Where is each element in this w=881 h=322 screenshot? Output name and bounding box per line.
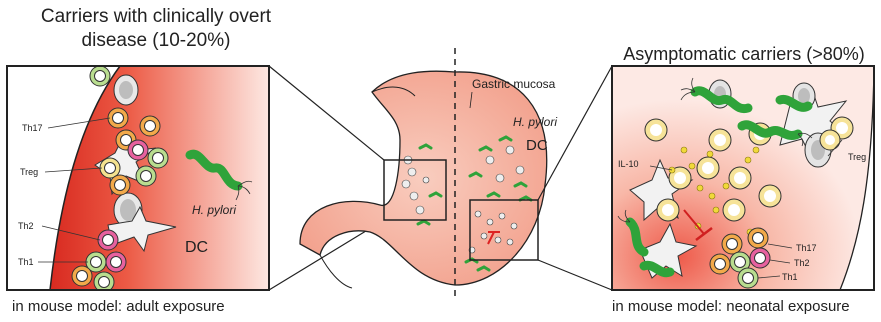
label-th2-left: Th2 — [18, 221, 34, 231]
label-treg-right: Treg — [848, 152, 866, 162]
label-hpylori-left: H. pylori — [192, 203, 236, 217]
label-dc-center: DC — [526, 137, 548, 154]
label-hpylori-center: H. pylori — [513, 115, 557, 129]
label-th1-left: Th1 — [18, 257, 34, 267]
label-treg-left: Treg — [20, 167, 38, 177]
label-th1-right: Th1 — [782, 272, 798, 282]
right-caption: in mouse model: neonatal exposure — [612, 298, 850, 315]
stomach-illustration: Gastric mucosa H. pylori DC — [300, 48, 557, 300]
label-il10: IL-10 — [618, 159, 639, 169]
left-caption: in mouse model: adult exposure — [12, 298, 225, 315]
label-th2-right: Th2 — [794, 258, 810, 268]
label-th17-left: Th17 — [22, 123, 43, 133]
label-th17-right: Th17 — [796, 243, 817, 253]
left-panel: Th17 Treg Th2 Th1 DC H. pylori — [7, 66, 269, 292]
label-dc-left: DC — [185, 239, 208, 256]
label-gastric-mucosa: Gastric mucosa — [472, 77, 556, 91]
right-panel: IL-10 Treg Th17 Th2 Th1 — [612, 66, 874, 290]
